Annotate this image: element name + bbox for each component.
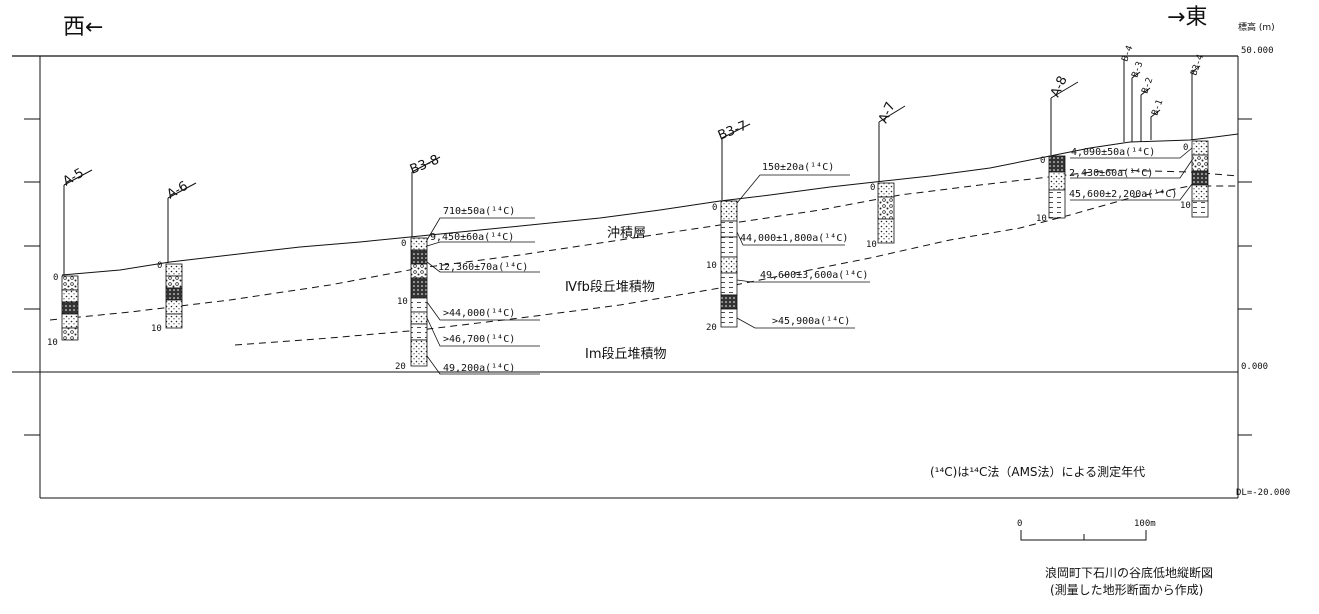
elevation-ticks [24, 118, 1252, 436]
elevation-top-label: 50.000 [1241, 46, 1274, 56]
borehole-a6-top-depth: 0 [157, 261, 162, 271]
borehole-a8-top-depth: 0 [1040, 156, 1045, 166]
b37-age-2: 44,000±1,800a(¹⁴C) [740, 233, 848, 244]
borehole-b37-label: B3-7 [716, 119, 750, 144]
borehole-b4-label: B-4 [1120, 44, 1135, 63]
borehole-a7-top-depth: 0 [870, 183, 875, 193]
borehole-a7: A-7 0 10 [866, 100, 906, 250]
borehole-b37-mid-depth: 10 [706, 261, 717, 271]
section-frame [12, 55, 1239, 499]
borehole-a5: A-5 0 10 [47, 166, 93, 348]
ground-surface-line [61, 133, 1239, 276]
borehole-a5-bottom-depth: 10 [47, 338, 58, 348]
b38-age-4: >44,000(¹⁴C) [443, 308, 515, 319]
elevation-zero-label: 0.000 [1241, 362, 1268, 372]
borehole-a5-top-depth: 0 [53, 273, 58, 283]
east-label: →東 [1167, 5, 1207, 30]
borehole-b37-bottom-depth: 20 [706, 323, 717, 333]
b38-age-6: 49,200a(¹⁴C) [443, 363, 515, 374]
elevation-axis-label: 標高 (m) [1238, 21, 1275, 33]
borehole-b38-bottom-depth: 20 [395, 362, 406, 372]
b37-age-4: >45,900a(¹⁴C) [772, 316, 850, 327]
borehole-b34-label: B3-4 [1189, 53, 1206, 77]
b37-age-1: 150±20a(¹⁴C) [762, 162, 834, 173]
borehole-b3-label: B-3 [1130, 60, 1145, 79]
b38-age-leaders [426, 217, 540, 375]
datum-level-label: DL=-20.000 [1236, 488, 1290, 498]
borehole-b1-label: B-1 [1150, 98, 1165, 117]
b37-age-leaders [736, 174, 870, 329]
b38-age-1: 710±50a(¹⁴C) [443, 206, 515, 217]
b37-age-3: 49,600±3,600a(¹⁴C) [760, 270, 868, 281]
scale-bar-start: 0 [1017, 519, 1022, 529]
b-series-leaders [1123, 60, 1201, 142]
b34-age-1: 4,090±50a(¹⁴C) [1071, 147, 1155, 158]
borehole-b34-bottom-depth: 10 [1180, 201, 1191, 211]
b38-age-2: 9,450±60a(¹⁴C) [430, 232, 514, 243]
borehole-b2-label: B-2 [1140, 76, 1155, 95]
borehole-b38: B3-8 0 10 20 [395, 153, 441, 372]
borehole-a8-bottom-depth: 10 [1036, 214, 1047, 224]
borehole-b38-label: B3-8 [408, 153, 442, 178]
borehole-b37: B3-7 0 10 20 [706, 119, 751, 333]
terrace-1m-layer-label: Ⅰm段丘堆積物 [585, 347, 667, 362]
scale-bar [1020, 530, 1147, 541]
west-label: 西← [63, 15, 103, 40]
alluvium-boundary-line [49, 169, 1239, 321]
borehole-a6: A-6 0 10 [151, 179, 197, 334]
b38-age-3: 12,360±70a(¹⁴C) [438, 262, 528, 273]
b34-age-2: 2,430±60a(¹⁴C) [1069, 168, 1153, 179]
borehole-b34-top-depth: 0 [1183, 143, 1188, 153]
borehole-b37-top-depth: 0 [712, 203, 717, 213]
dating-method-note: (¹⁴C)は¹⁴C法（AMS法）による測定年代 [930, 464, 1145, 479]
borehole-b34: 0 10 [1180, 140, 1209, 218]
borehole-b38-mid-depth: 10 [397, 297, 408, 307]
scale-bar-end: 100m [1134, 519, 1156, 529]
terrace-4b-layer-label: Ⅳfb段丘堆積物 [565, 280, 655, 295]
borehole-a7-label: A-7 [876, 100, 899, 126]
b38-age-5: >46,700(¹⁴C) [443, 334, 515, 345]
borehole-a6-bottom-depth: 10 [151, 324, 162, 334]
alluvium-layer-label: 沖積層 [607, 226, 646, 241]
borehole-b38-top-depth: 0 [401, 239, 406, 249]
b34-age-leaders [1070, 147, 1193, 201]
borehole-a7-bottom-depth: 10 [866, 240, 877, 250]
figure-caption-subtitle: (測量した地形断面から作成) [1050, 582, 1203, 597]
borehole-a8: A-8 0 10 [1036, 74, 1079, 224]
terrace-boundary-line [234, 185, 1238, 346]
b34-age-3: 45,600±2,200a(¹⁴C) [1069, 189, 1177, 200]
figure-caption-title: 浪岡町下石川の谷底低地縦断図 [1045, 565, 1213, 580]
borehole-a8-label: A-8 [1048, 74, 1071, 100]
